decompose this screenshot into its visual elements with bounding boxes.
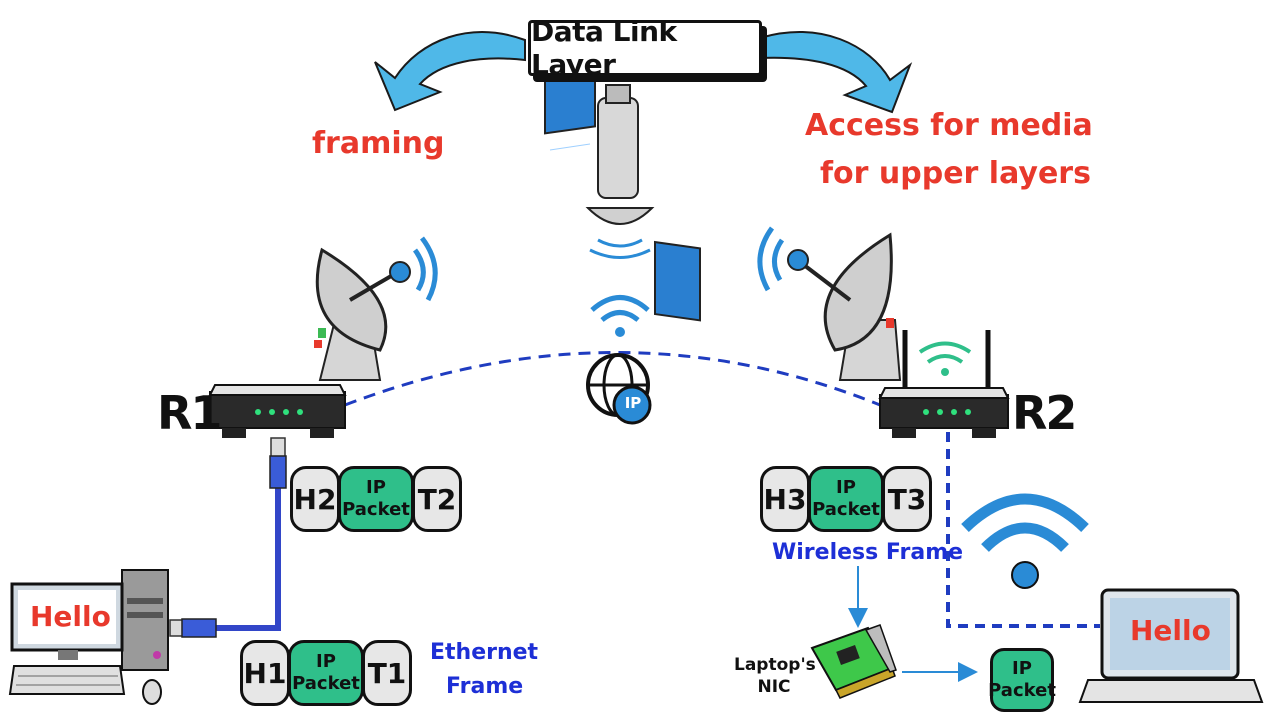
laptop-screen-text: Hello xyxy=(1130,614,1211,647)
router-r1-label: R1 xyxy=(157,386,222,440)
packet-line1: IP xyxy=(316,651,336,672)
desktop-computer-icon xyxy=(8,569,169,705)
ethernet-label-line1: Ethernet xyxy=(430,640,539,665)
wireless-link-dashed xyxy=(344,351,881,407)
wireless-frame-label: Wireless Frame xyxy=(772,540,964,565)
frame-h3-packet: IP Packet xyxy=(808,466,884,532)
router-r2-icon xyxy=(878,330,1010,438)
large-wifi-icon xyxy=(961,493,1089,589)
nic-label-line1: Laptop's xyxy=(734,655,816,675)
right-satellite-dish-icon xyxy=(757,226,902,381)
right-curved-arrow xyxy=(759,31,913,114)
frame-h3-header: H3 xyxy=(760,466,810,532)
ip-badge-text: IP xyxy=(624,394,642,412)
router-r1-icon xyxy=(208,384,347,438)
r2-to-laptop-dashed xyxy=(946,432,1100,628)
packet-line2: Packet xyxy=(988,680,1056,701)
center-wifi-icon xyxy=(590,295,650,337)
packet-line1: IP xyxy=(366,477,386,498)
network-card-icon xyxy=(810,624,897,699)
frame-h1-packet: IP Packet xyxy=(288,640,364,706)
frame-h2-trailer: T2 xyxy=(412,466,462,532)
frame-h3: H3 IP Packet T3 xyxy=(760,466,932,532)
frame-h1-trailer: T1 xyxy=(362,640,412,706)
packet-line2: Packet xyxy=(292,673,360,694)
frame-h1-header: H1 xyxy=(240,640,290,706)
packet-line1: IP xyxy=(1012,658,1032,679)
packet-line2: Packet xyxy=(342,499,410,520)
access-media-label-line2: for upper layers xyxy=(820,156,1091,191)
desktop-screen-text: Hello xyxy=(30,600,111,633)
frame-h1: H1 IP Packet T1 xyxy=(240,640,412,706)
frame-h2: H2 IP Packet T2 xyxy=(290,466,462,532)
laptop-nic-label: Laptop's NIC xyxy=(734,654,816,698)
router-r2-label: R2 xyxy=(1012,386,1077,440)
ethernet-cable xyxy=(169,437,287,638)
packet-line1: IP xyxy=(836,477,856,498)
laptop-ip-packet: IP Packet xyxy=(988,648,1056,712)
framing-label: framing xyxy=(312,126,445,161)
left-curved-arrow xyxy=(374,31,526,112)
access-media-label-line1: Access for media xyxy=(805,108,1093,143)
nic-label-line2: NIC xyxy=(757,677,791,697)
frame-h2-header: H2 xyxy=(290,466,340,532)
frame-h2-packet: IP Packet xyxy=(338,466,414,532)
ethernet-label-line2: Frame xyxy=(446,674,524,699)
laptop-icon xyxy=(1078,588,1264,703)
left-satellite-dish-icon xyxy=(314,236,438,381)
frame-h3-trailer: T3 xyxy=(882,466,932,532)
packet-line2: Packet xyxy=(812,499,880,520)
globe-ip-icon xyxy=(586,353,652,425)
title-box: Data Link Layer xyxy=(528,15,762,81)
satellite-icon xyxy=(544,53,701,322)
